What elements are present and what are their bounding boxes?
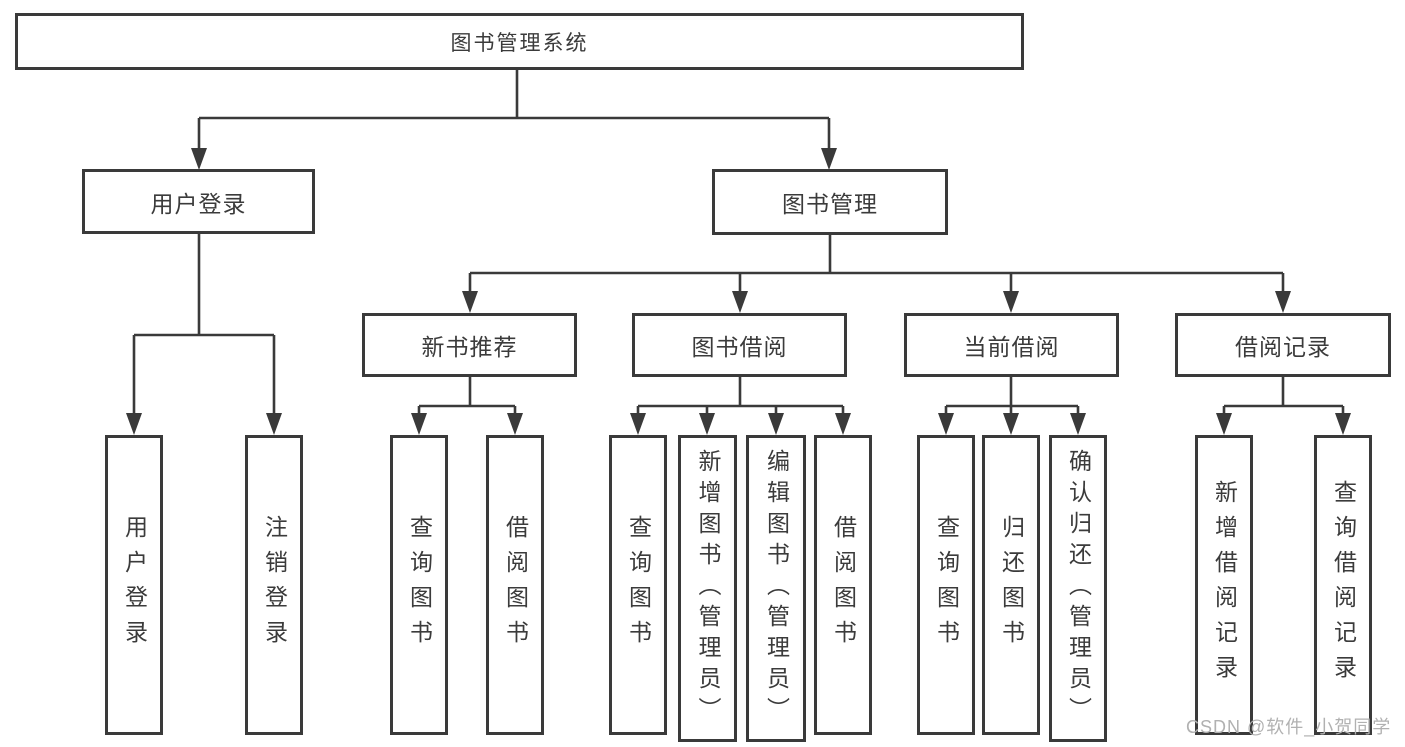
leaf-confirm-return-admin: 确认归还（管理员） — [1049, 435, 1107, 742]
leaf-confirm-return-admin-label: 确认归还（管理员） — [1065, 449, 1092, 728]
leaf-query-books-3-label: 查询图书 — [933, 515, 960, 655]
node-new-book-recommend: 新书推荐 — [362, 313, 577, 377]
node-current-borrow: 当前借阅 — [904, 313, 1119, 377]
arrowheads — [126, 148, 1351, 435]
leaf-query-borrow-record-label: 查询借阅记录 — [1330, 480, 1357, 690]
leaf-user-login: 用户登录 — [105, 435, 163, 735]
leaf-logout: 注销登录 — [245, 435, 303, 735]
node-borrow-records: 借阅记录 — [1175, 313, 1391, 377]
leaf-edit-book-admin: 编辑图书（管理员） — [746, 435, 806, 742]
leaf-query-books-2: 查询图书 — [609, 435, 667, 735]
leaf-add-borrow-record: 新增借阅记录 — [1195, 435, 1253, 735]
leaf-borrow-books-1: 借阅图书 — [486, 435, 544, 735]
leaf-return-book-label: 归还图书 — [998, 515, 1025, 655]
leaf-add-book-admin: 新增图书（管理员） — [678, 435, 737, 742]
leaf-borrow-books-2-label: 借阅图书 — [830, 515, 857, 655]
node-user-login: 用户登录 — [82, 169, 315, 234]
leaf-query-books-3: 查询图书 — [917, 435, 975, 735]
node-library-management-system: 图书管理系统 — [15, 13, 1024, 70]
leaf-logout-label: 注销登录 — [261, 515, 288, 655]
leaf-query-books-2-label: 查询图书 — [625, 515, 652, 655]
leaf-add-book-admin-label: 新增图书（管理员） — [695, 449, 721, 728]
leaf-return-book: 归还图书 — [982, 435, 1040, 735]
leaf-edit-book-admin-label: 编辑图书（管理员） — [763, 449, 790, 728]
node-book-management: 图书管理 — [712, 169, 948, 235]
node-book-borrow: 图书借阅 — [632, 313, 847, 377]
leaf-query-borrow-record: 查询借阅记录 — [1314, 435, 1372, 735]
leaf-query-books-1: 查询图书 — [390, 435, 448, 735]
leaf-borrow-books-1-label: 借阅图书 — [502, 515, 529, 655]
connector-shafts — [132, 70, 1345, 416]
leaf-add-borrow-record-label: 新增借阅记录 — [1211, 480, 1238, 690]
leaf-query-books-1-label: 查询图书 — [406, 515, 433, 655]
watermark: CSDN @软件_小贺同学 — [1186, 717, 1392, 737]
leaf-borrow-books-2: 借阅图书 — [814, 435, 872, 735]
leaf-user-login-label: 用户登录 — [121, 515, 148, 655]
